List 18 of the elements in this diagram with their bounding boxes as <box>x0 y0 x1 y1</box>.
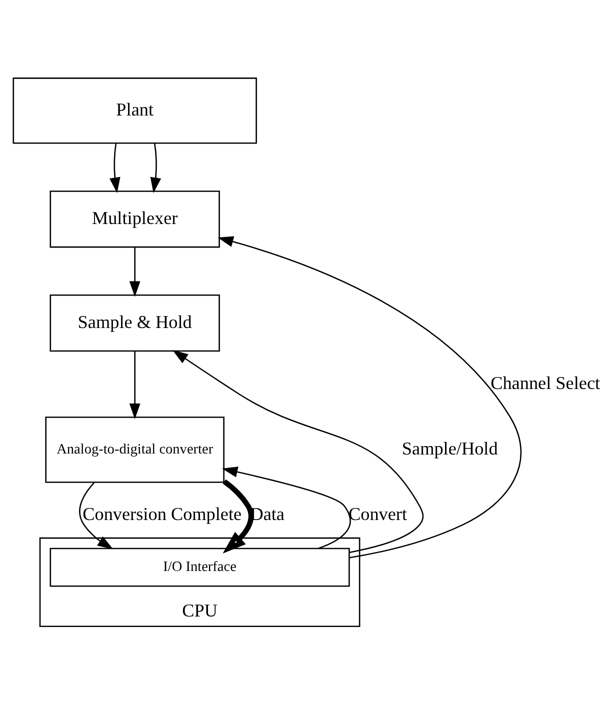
node-box: I/O Interface <box>50 547 350 586</box>
arrow <box>150 142 162 193</box>
arrow <box>218 236 522 558</box>
arrow <box>222 466 351 549</box>
arrow <box>222 478 254 553</box>
node-box: Analog-to-digital converter <box>45 416 224 482</box>
arrow <box>109 142 120 193</box>
arrow <box>172 350 424 553</box>
arrow <box>79 482 114 549</box>
node-box: Multiplexer <box>50 190 220 248</box>
edge-label: Conversion Complete <box>82 504 242 524</box>
arrow <box>129 350 140 419</box>
edge-label: Channel Select <box>490 372 600 392</box>
arrow <box>129 247 140 296</box>
node-box: Sample & Hold <box>50 294 220 352</box>
edge-label: Sample/Hold <box>402 438 498 458</box>
edge-label: Convert <box>348 504 408 524</box>
node-box: Plant <box>12 77 257 144</box>
